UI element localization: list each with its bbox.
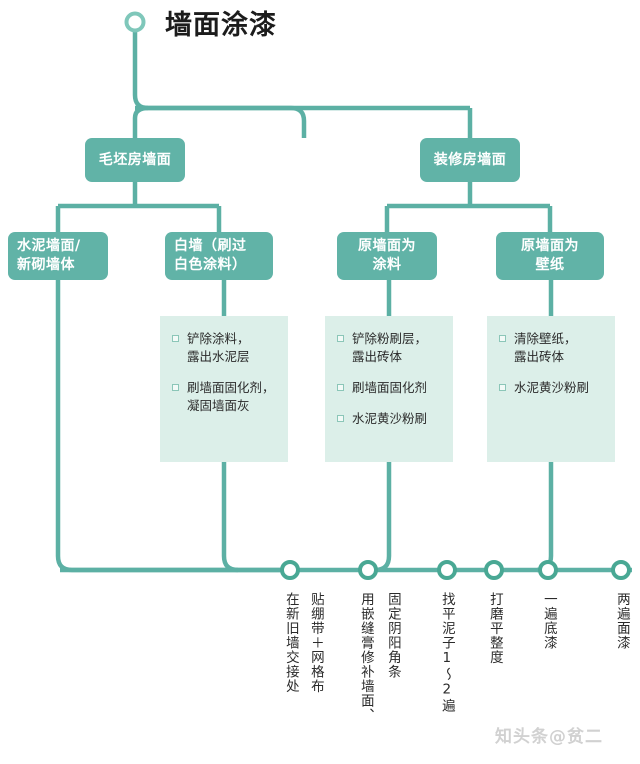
square-bullet-icon	[499, 384, 506, 392]
timeline-step-2: 贴绷带＋网格布	[307, 592, 324, 694]
list-item: 刷墙面固化剂	[337, 379, 443, 397]
list-item-label: 刷墙面固化剂	[352, 380, 428, 396]
timeline-step-7: 一遍底漆	[540, 592, 557, 650]
watermark: 知头条@贫二	[495, 727, 603, 747]
timeline-step-4: 固定阴阳角条	[384, 592, 401, 679]
list-item: 铲除粉刷层， 露出砖体	[337, 330, 443, 366]
square-bullet-icon	[337, 335, 344, 342]
detail-panel-white-wall: 铲除涂料， 露出水泥层 刷墙面固化剂， 凝固墙面灰	[160, 316, 288, 462]
square-bullet-icon	[337, 415, 344, 423]
timeline-nodes	[280, 560, 631, 580]
list-item-label: 刷墙面固化剂， 凝固墙面灰	[187, 380, 275, 414]
square-bullet-icon	[172, 335, 179, 342]
list-item-label: 水泥黄沙粉刷	[352, 411, 428, 427]
timeline-step-6: 打磨平整度	[486, 592, 503, 665]
detail-panel-original-paint: 铲除粉刷层， 露出砖体 刷墙面固化剂 水泥黄沙粉刷	[325, 316, 453, 462]
node-white-wall[interactable]: 白墙（刷过 白色涂料）	[165, 232, 273, 280]
root-node-icon	[124, 11, 146, 33]
list-item: 刷墙面固化剂， 凝固墙面灰	[172, 379, 278, 415]
list-item: 水泥黄沙粉刷	[337, 410, 443, 428]
square-bullet-icon	[499, 335, 506, 342]
list-item: 水泥黄沙粉刷	[499, 379, 605, 397]
timeline-step-3: 用嵌缝膏修补墙面、	[357, 592, 374, 723]
node-original-paint[interactable]: 原墙面为 涂料	[337, 232, 437, 280]
square-bullet-icon	[337, 384, 344, 392]
timeline-step-5: 找平泥子1～2遍	[438, 592, 455, 713]
list-item-label: 清除壁纸， 露出砖体	[514, 331, 577, 365]
page-title: 墙面涂漆	[165, 10, 277, 41]
list-item-label: 水泥黄沙粉刷	[514, 380, 590, 396]
list-item: 铲除涂料， 露出水泥层	[172, 330, 278, 366]
node-original-wallpaper[interactable]: 原墙面为 壁纸	[496, 232, 604, 280]
list-item-label: 铲除粉刷层， 露出砖体	[352, 331, 428, 365]
timeline-step-1: 在新旧墙交接处	[282, 592, 299, 694]
timeline-step-8: 两遍面漆	[613, 592, 630, 650]
square-bullet-icon	[172, 384, 179, 392]
node-cement-wall[interactable]: 水泥墙面/ 新砌墙体	[8, 232, 108, 280]
list-item-label: 铲除涂料， 露出水泥层	[187, 331, 250, 365]
node-maopi-fang-qiangmian[interactable]: 毛坯房墙面	[85, 138, 185, 182]
list-item: 清除壁纸， 露出砖体	[499, 330, 605, 366]
detail-panel-original-wallpaper: 清除壁纸， 露出砖体 水泥黄沙粉刷	[487, 316, 615, 462]
node-zhuangxiu-fang-qiangmian[interactable]: 装修房墙面	[420, 138, 520, 182]
